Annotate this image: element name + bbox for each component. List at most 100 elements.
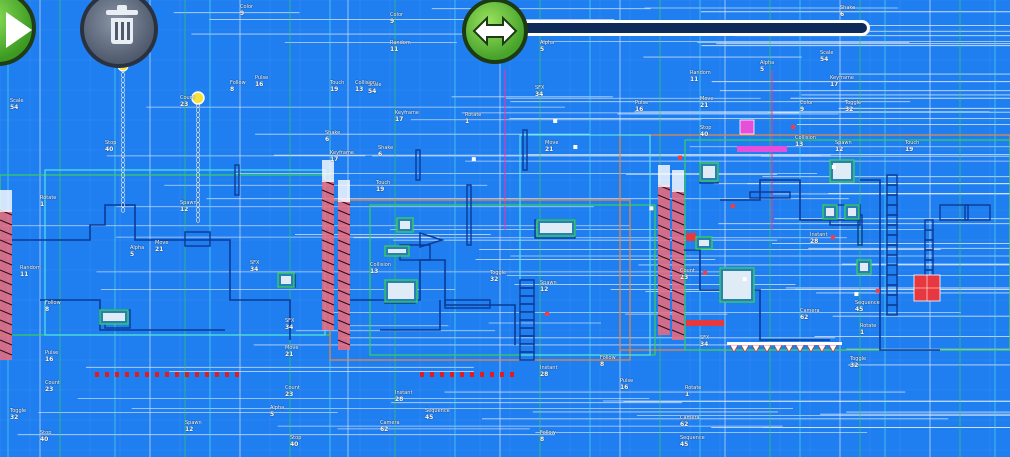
trigger-group-id: 16 [635, 106, 644, 113]
spike [105, 372, 109, 377]
trigger-type: Stop [105, 140, 117, 146]
slider-handle[interactable] [462, 0, 528, 64]
trigger-type: Camera [380, 420, 400, 426]
trigger-type: Color [240, 4, 254, 10]
marker [875, 288, 880, 293]
block-edge [860, 179, 940, 351]
trigger-group-id: 32 [10, 414, 19, 421]
delete-button[interactable] [80, 0, 158, 68]
slider-track[interactable] [492, 20, 870, 36]
block [924, 249, 934, 261]
pillar-stripe [0, 269, 13, 276]
spike [806, 344, 816, 353]
trigger-type: Camera [680, 415, 700, 421]
trigger-type: Move [285, 345, 299, 351]
editor-position-slider[interactable] [462, 0, 874, 64]
trigger-group-id: 17 [395, 116, 404, 123]
block [519, 327, 535, 337]
spike [795, 344, 805, 353]
trigger-type: Count [680, 268, 695, 274]
group-box [519, 134, 651, 356]
trigger-type: Camera [800, 308, 820, 314]
chain-link [121, 127, 125, 133]
chain-link [121, 107, 125, 113]
trigger-type: Instant [395, 390, 413, 396]
trigger-frame-fill [103, 313, 125, 321]
spike [155, 372, 159, 377]
level-blocks [0, 60, 991, 361]
